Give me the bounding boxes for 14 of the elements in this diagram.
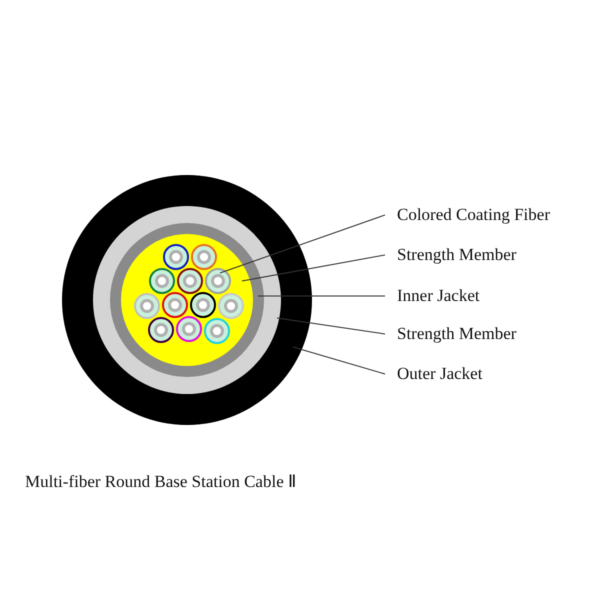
strength-member-layer <box>93 206 281 394</box>
leader-line <box>276 318 386 334</box>
part-label: Strength Member <box>397 245 516 265</box>
part-label: Colored Coating Fiber <box>397 205 550 225</box>
leader-line <box>292 346 386 374</box>
part-label: Strength Member <box>397 324 516 344</box>
leader-line <box>220 214 386 274</box>
part-label: Outer Jacket <box>397 364 482 384</box>
leader-line <box>242 254 386 282</box>
strength-member-filler <box>121 234 253 366</box>
inner-jacket-layer <box>110 223 264 377</box>
caption: Multi-fiber Round Base Station Cable Ⅱ <box>25 472 296 492</box>
part-label: Inner Jacket <box>397 286 480 306</box>
outer-jacket-layer <box>62 175 312 425</box>
